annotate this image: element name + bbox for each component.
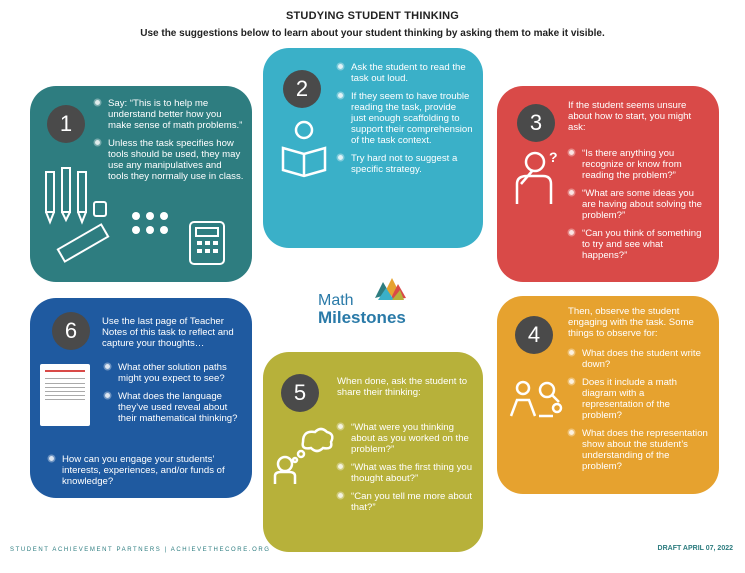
step-4-bullets: What does the student write down? Does i… xyxy=(568,348,708,479)
svg-text:?: ? xyxy=(549,149,558,165)
list-item: “Can you think of something to try and s… xyxy=(568,228,706,261)
logo-text-milestones: Milestones xyxy=(318,308,406,327)
step-number-6: 6 xyxy=(52,312,90,350)
page-subtitle: Use the suggestions below to learn about… xyxy=(140,28,605,39)
step-number-2: 2 xyxy=(283,70,321,108)
step-6-bullets: What other solution paths might you expe… xyxy=(104,362,246,431)
step-6-intro: Use the last page of Teacher Notes of th… xyxy=(102,316,234,349)
list-item: What does the language they’ve used reve… xyxy=(104,391,246,424)
step-number-3: 3 xyxy=(517,104,555,142)
step-4-intro: Then, observe the student engaging with … xyxy=(568,306,694,339)
list-item: What does the representation show about … xyxy=(568,428,708,472)
step-card-1: 1 Say: “This is to help me understand be… xyxy=(30,86,252,282)
list-item: “What were you thinking about as you wor… xyxy=(337,422,475,455)
step-number-1: 1 xyxy=(47,105,85,143)
list-item: “What are some ideas you are having abou… xyxy=(568,188,706,221)
list-item: Say: “This is to help me understand bett… xyxy=(94,98,244,131)
thinking-student-icon: ? xyxy=(515,149,558,204)
footer-draft-date: DRAFT APRIL 07, 2022 xyxy=(657,545,733,552)
teacher-notes-thumbnail xyxy=(40,364,90,426)
step-6-outer-bullet: How can you engage your students’ intere… xyxy=(48,454,246,494)
logo-text-math: Math xyxy=(318,292,354,309)
step-number-4: 4 xyxy=(515,316,553,354)
list-item: Unless the task specifies how tools shou… xyxy=(94,138,244,182)
footer-organization: STUDENT ACHIEVEMENT PARTNERS | ACHIEVETH… xyxy=(10,547,271,553)
step-card-4: 4 Then, observe the student engaging wit… xyxy=(497,296,719,494)
mountain-logo-icon xyxy=(374,273,406,305)
step-5-bullets: “What were you thinking about as you wor… xyxy=(337,422,475,520)
list-item: If they seem to have trouble reading the… xyxy=(337,91,473,146)
step-card-3: 3 If the student seems unsure about how … xyxy=(497,86,719,282)
step-3-intro: If the student seems unsure about how to… xyxy=(568,100,692,133)
reading-student-icon xyxy=(281,120,327,178)
step-card-5: 5 When done, ask the student to share th… xyxy=(263,352,483,552)
math-milestones-logo: Math Milestones xyxy=(318,272,438,334)
step-1-bullets: Say: “This is to help me understand bett… xyxy=(94,98,244,189)
list-item: What other solution paths might you expe… xyxy=(104,362,246,384)
list-item: “What was the first thing you thought ab… xyxy=(337,462,475,484)
list-item: Try hard not to suggest a specific strat… xyxy=(337,153,473,175)
step-card-2: 2 Ask the student to read the task out l… xyxy=(263,48,483,248)
step-3-bullets: “Is there anything you recognize or know… xyxy=(568,148,706,268)
step-2-bullets: Ask the student to read the task out lou… xyxy=(337,62,473,182)
list-item: Ask the student to read the task out lou… xyxy=(337,62,473,84)
list-item: “Can you tell me more about that?” xyxy=(337,491,475,513)
step-5-intro: When done, ask the student to share thei… xyxy=(337,376,468,398)
list-item: What does the student write down? xyxy=(568,348,708,370)
step-number-5: 5 xyxy=(281,374,319,412)
list-item: “Is there anything you recognize or know… xyxy=(568,148,706,181)
list-item: How can you engage your students’ intere… xyxy=(48,454,246,487)
speaking-student-icon xyxy=(273,427,334,484)
page-title: STUDYING STUDENT THINKING xyxy=(285,10,460,22)
observing-icon xyxy=(509,380,563,418)
step-card-6: 6 Use the last page of Teacher Notes of … xyxy=(30,298,252,498)
list-item: Does it include a math diagram with a re… xyxy=(568,377,708,421)
math-tools-icon xyxy=(45,167,225,265)
